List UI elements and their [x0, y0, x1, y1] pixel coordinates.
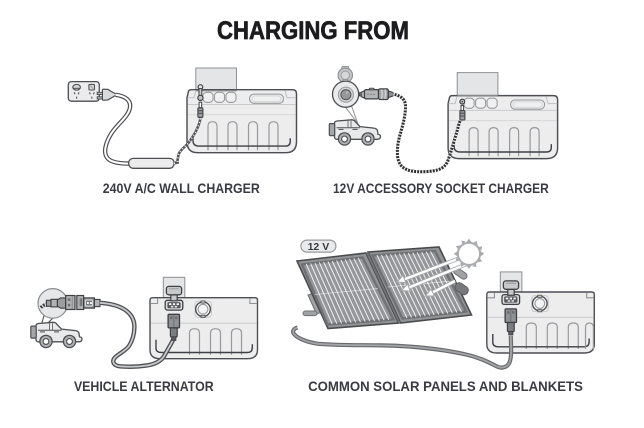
svg-text:240V A/C WALL CHARGER: 240V A/C WALL CHARGER	[103, 180, 260, 196]
svg-text:VEHICLE ALTERNATOR: VEHICLE ALTERNATOR	[74, 378, 214, 394]
svg-text:COMMON SOLAR PANELS AND BLANKE: COMMON SOLAR PANELS AND BLANKETS	[308, 378, 583, 394]
svg-text:12V ACCESSORY SOCKET CHARGER: 12V ACCESSORY SOCKET CHARGER	[333, 180, 549, 196]
svg-text:12 V: 12 V	[308, 241, 330, 253]
svg-text:CHARGING FROM: CHARGING FROM	[217, 17, 409, 45]
